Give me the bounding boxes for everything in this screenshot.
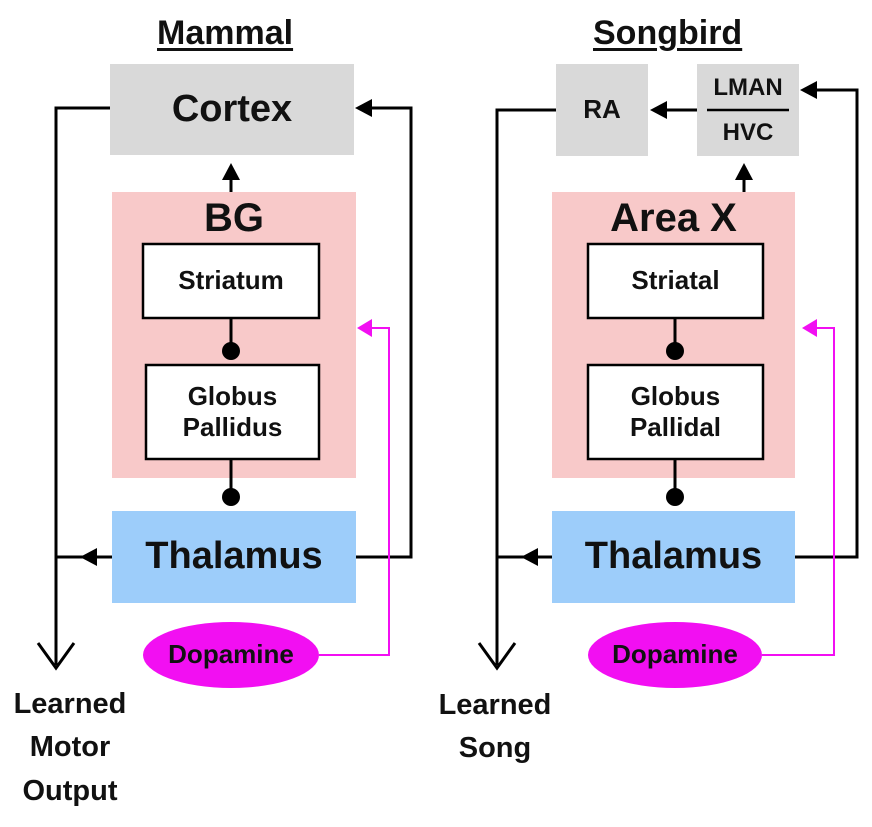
songbird-dopamine-label: Dopamine — [612, 639, 738, 670]
mammal-striatum-label: Striatum — [178, 265, 284, 296]
songbird-output-label: Learned Song — [438, 688, 552, 765]
songbird-thalamus-label: Thalamus — [584, 535, 763, 578]
songbird-arrowheads — [521, 81, 817, 566]
songbird-striatal-label: Striatal — [631, 265, 720, 296]
songbird-ra-box — [556, 64, 648, 156]
songbird-dopamine-ellipse — [588, 622, 762, 688]
mammal-bg-label: BG — [204, 196, 264, 240]
mammal-thalamus-box — [112, 511, 356, 603]
mammal-cortex-box — [110, 64, 354, 155]
songbird-ra-label: RA — [583, 94, 621, 125]
songbird-dopamine-path — [762, 319, 835, 656]
mammal-cortex-label: Cortex — [171, 87, 293, 130]
songbird-globus-label: Globus Pallidal — [629, 380, 722, 442]
mammal-title: Mammal — [157, 14, 294, 52]
mammal-striatum-box — [141, 242, 321, 320]
mammal-globus-label: Globus Pallidus — [182, 380, 283, 442]
mammal-dopamine-ellipse — [143, 622, 319, 688]
songbird-title: Songbird — [593, 14, 743, 52]
songbird-thalamus-box — [552, 511, 795, 603]
songbird-areax-label: Area X — [610, 196, 737, 240]
songbird-striatal-box — [586, 242, 765, 320]
songbird-hvc-label: HVC — [722, 118, 774, 146]
songbird-lman-label: LMAN — [713, 73, 783, 101]
mammal-thalamus-label: Thalamus — [145, 535, 323, 578]
mammal-dopamine-path — [319, 319, 390, 656]
mammal-output-label: Learned Motor Output — [13, 687, 127, 807]
mammal-arrowheads — [80, 99, 372, 566]
mammal-dopamine-label: Dopamine — [168, 639, 294, 670]
